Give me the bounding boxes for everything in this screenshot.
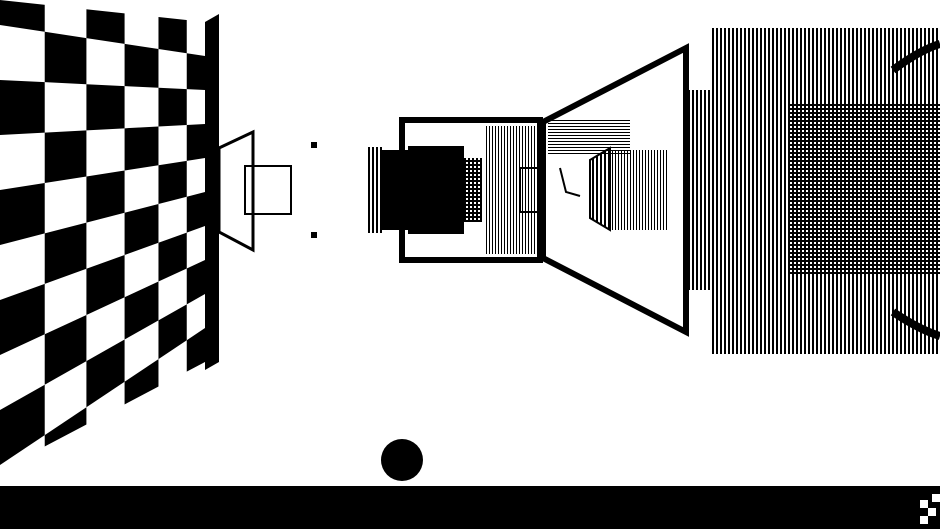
checker-tile xyxy=(86,255,125,315)
checker-tile xyxy=(186,53,205,90)
checker-tile xyxy=(158,232,187,282)
checker-tile xyxy=(124,43,159,88)
right-far-wall-dither xyxy=(788,104,940,274)
checker-tile xyxy=(158,87,187,127)
checker-tile xyxy=(86,84,125,131)
checker-tile xyxy=(124,281,159,340)
checker-tile xyxy=(44,31,87,85)
checker-tile xyxy=(44,222,87,284)
checker-tile xyxy=(158,160,187,205)
left-side-doorway xyxy=(217,129,292,253)
distant-pillar xyxy=(368,146,482,234)
right-arch-bottom xyxy=(890,308,940,340)
checker-tile xyxy=(0,80,45,135)
left-wall-edge xyxy=(205,14,219,370)
checker-tile xyxy=(186,260,205,305)
checker-tile xyxy=(158,304,187,360)
checker-tile xyxy=(124,126,159,171)
checker-indicator-icon xyxy=(908,486,940,529)
checker-tile xyxy=(186,328,205,377)
checker-tile xyxy=(0,183,45,245)
doorway-frame xyxy=(519,43,689,337)
checker-tile xyxy=(0,283,45,355)
checker-tile xyxy=(158,10,187,54)
checker-tile xyxy=(44,314,87,385)
checker-tile xyxy=(186,124,205,161)
wall-marker-upper xyxy=(311,142,317,148)
checker-tile xyxy=(186,192,205,233)
wall-marker-lower xyxy=(311,232,317,238)
checker-tile xyxy=(124,204,159,256)
player-ball xyxy=(381,439,423,481)
right-arch-top xyxy=(890,40,940,74)
checker-tile xyxy=(44,130,87,184)
checker-tile xyxy=(0,384,45,465)
hud-bar-container xyxy=(0,486,940,529)
checker-tile xyxy=(86,339,125,408)
hud-bar xyxy=(0,486,940,529)
checker-tile xyxy=(86,170,125,223)
